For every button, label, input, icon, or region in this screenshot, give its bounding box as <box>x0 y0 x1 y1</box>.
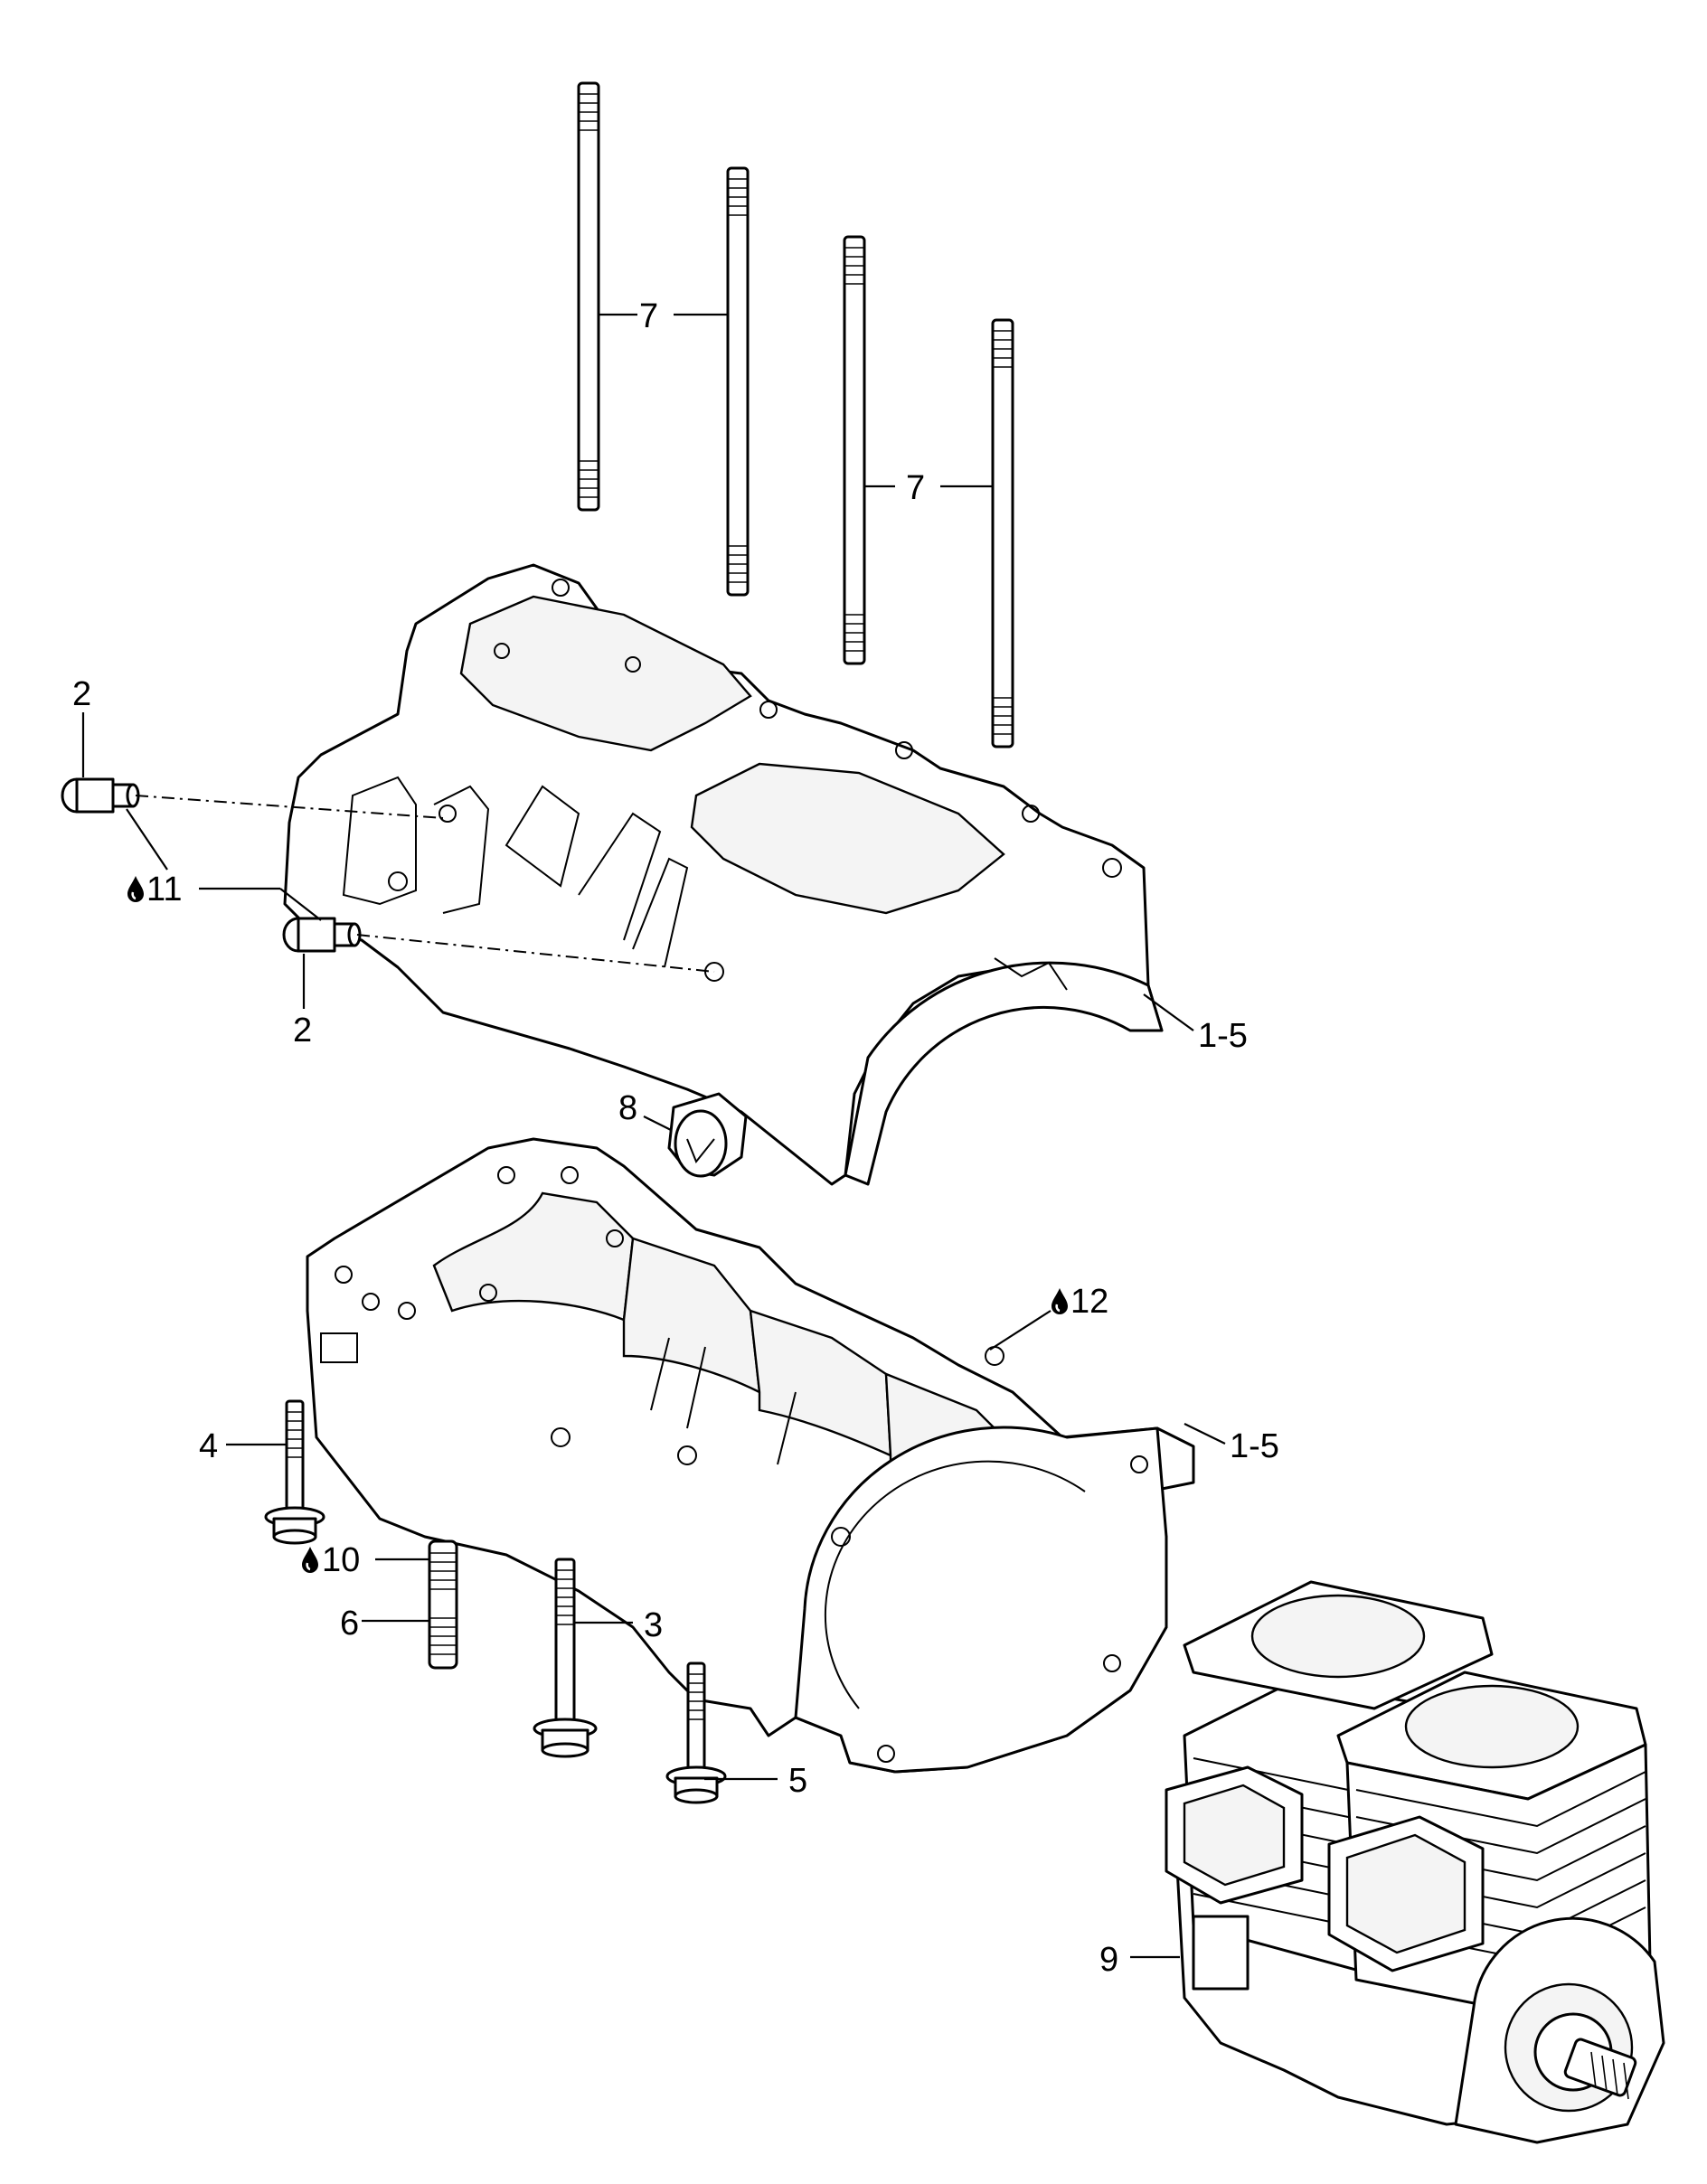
callout-7a: 7 <box>639 297 658 335</box>
callout-12: 12 <box>1070 1283 1108 1321</box>
oil-drop-icon <box>1051 1287 1069 1314</box>
stud-7-2 <box>726 166 750 597</box>
oil-drop-icon <box>127 875 145 902</box>
centerline-fitting-lower <box>356 934 715 973</box>
callout-4: 4 <box>199 1427 218 1465</box>
callout-8: 8 <box>618 1089 637 1127</box>
callout-7b: 7 <box>906 469 925 507</box>
callout-2a: 2 <box>72 675 91 713</box>
engine-assembly-9 <box>1165 1580 1665 2144</box>
stud-7-1 <box>577 81 600 512</box>
stud-7-4 <box>991 318 1014 748</box>
oil-drop-icon <box>301 1546 319 1573</box>
leader-lines <box>81 313 1226 1959</box>
fitting-2-upper <box>61 777 140 814</box>
bolt-5 <box>665 1662 727 1804</box>
bolt-4 <box>264 1399 325 1545</box>
callout-9: 9 <box>1099 1941 1118 1979</box>
bolt-3 <box>533 1558 598 1758</box>
callout-3: 3 <box>644 1606 663 1644</box>
bushing-8 <box>667 1092 748 1178</box>
callout-1-5a: 1-5 <box>1198 1017 1248 1055</box>
stud-7-3 <box>843 235 866 665</box>
callout-1-5b: 1-5 <box>1230 1427 1279 1465</box>
upper-crankcase <box>283 563 1164 1186</box>
callout-5: 5 <box>788 1762 807 1800</box>
stud-6 <box>428 1539 458 1670</box>
callout-10: 10 <box>322 1541 360 1579</box>
lower-crankcase <box>306 1137 1195 1774</box>
callout-6: 6 <box>340 1605 359 1643</box>
callout-2b: 2 <box>293 1012 312 1050</box>
fitting-2-lower <box>282 917 362 953</box>
callout-11: 11 <box>146 871 182 908</box>
